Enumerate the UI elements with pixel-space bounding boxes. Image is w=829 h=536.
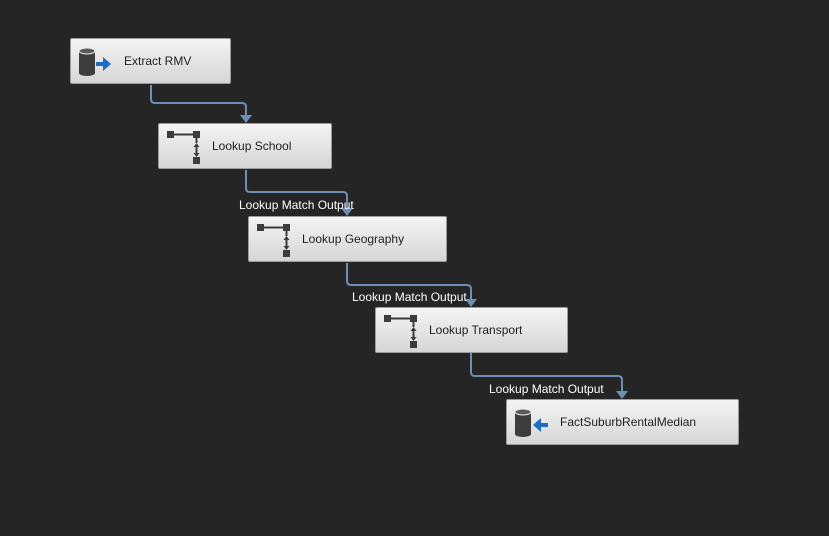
path-extract-to-school[interactable] [150,85,247,116]
arrowhead-icon [616,391,628,399]
database-destination-icon [514,408,548,437]
task-label: Lookup Transport [429,323,523,337]
lookup-icon [167,131,200,164]
arrowhead-icon [240,115,252,123]
path-label-transport-to-fact: Lookup Match Output [489,382,604,396]
task-label: Extract RMV [124,54,192,68]
path-transport-to-fact[interactable] [470,353,623,392]
path-geography-to-transport[interactable] [346,263,472,300]
task-label: Lookup Geography [302,232,405,246]
task-lookup-school[interactable]: Lookup School [158,123,332,169]
task-label: FactSuburbRentalMedian [560,415,697,429]
task-lookup-transport[interactable]: Lookup Transport [375,307,568,353]
lookup-icon [384,315,417,348]
arrowhead-icon [465,299,477,307]
path-label-geography-to-transport: Lookup Match Output [352,290,467,304]
task-label: Lookup School [212,139,292,153]
path-label-school-to-geography: Lookup Match Output [239,198,354,212]
database-source-icon [78,47,111,76]
lookup-icon [257,224,290,257]
task-lookup-geography[interactable]: Lookup Geography [248,216,447,262]
path-school-to-geography[interactable] [245,170,348,209]
task-extract-rmv[interactable]: Extract RMV [70,38,231,84]
task-fact-suburb-rental-median[interactable]: FactSuburbRentalMedian [506,399,739,445]
arrowhead-icon [341,208,353,216]
